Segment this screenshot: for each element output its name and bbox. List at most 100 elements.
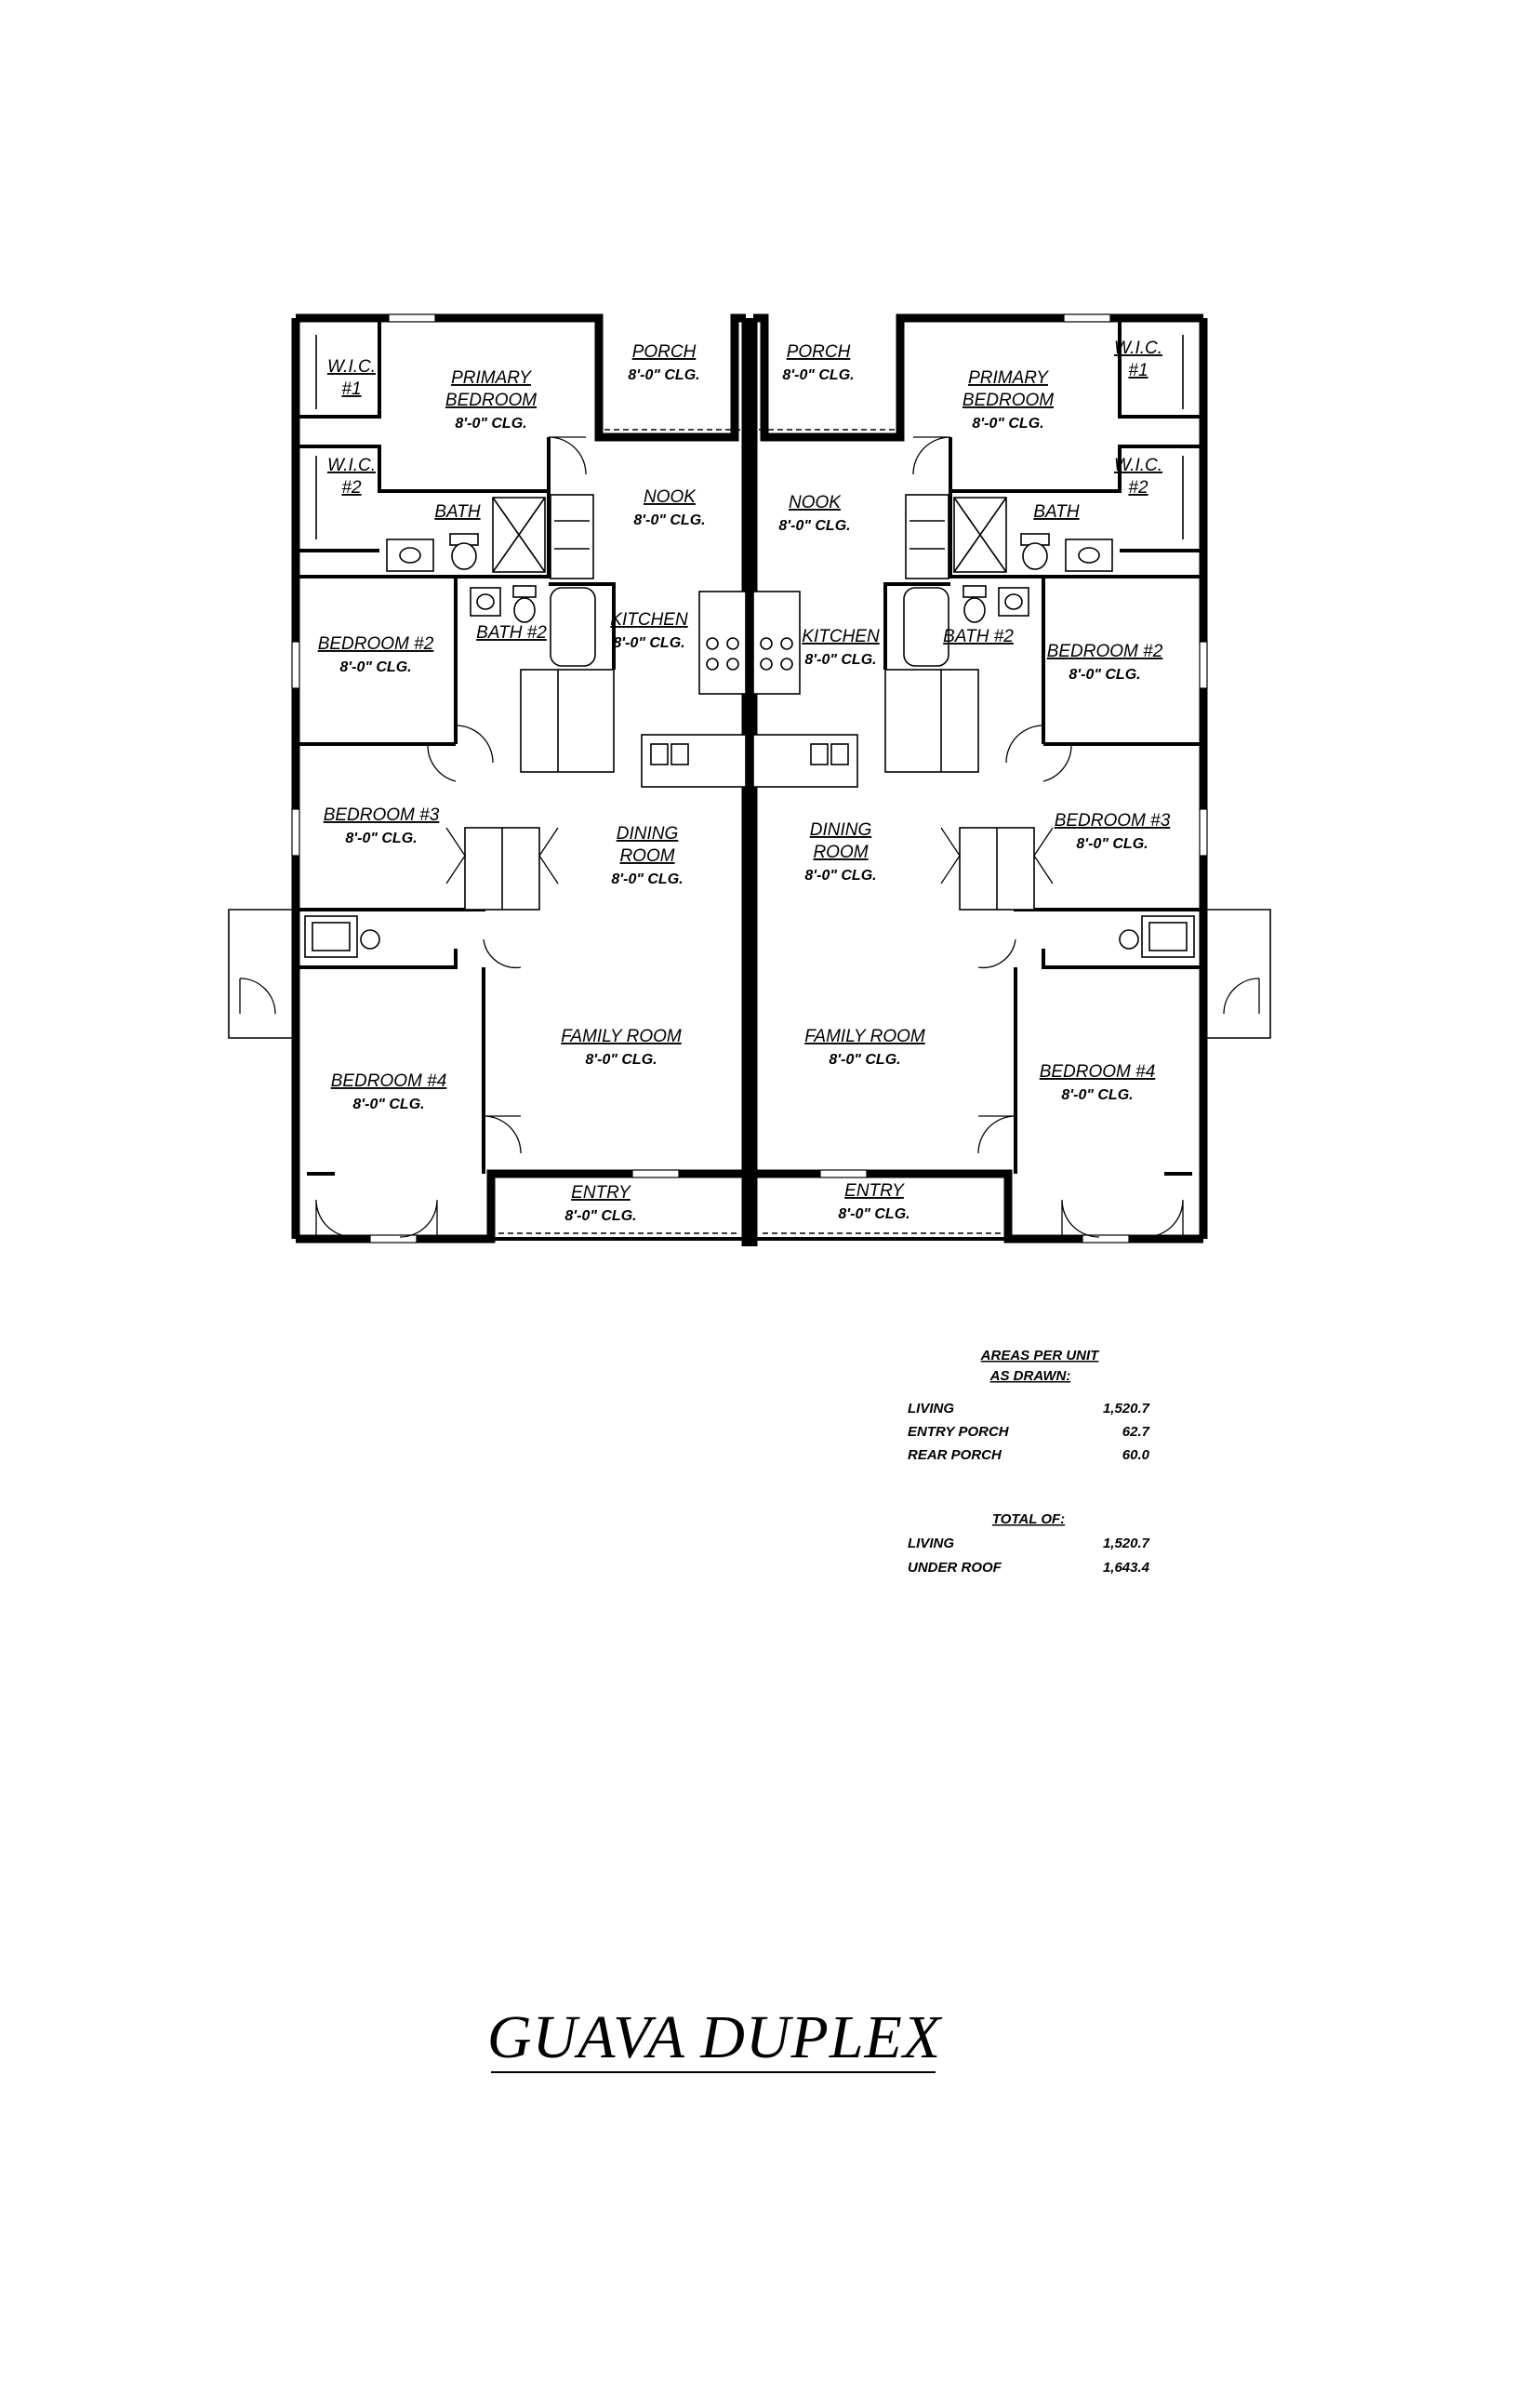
room-label-l-wic2: #2 <box>341 478 362 498</box>
total-row-value: 1,520.7 <box>1103 1536 1150 1551</box>
exterior-wall-bottom <box>296 1169 746 1244</box>
total-row-value: 1,643.4 <box>1103 1560 1150 1576</box>
room-label-r-wic2: #2 <box>1128 478 1148 498</box>
window <box>631 1169 680 1178</box>
room-label-l-porch: PORCH <box>632 342 697 362</box>
room-ceiling-r-nook: 8'-0" CLG. <box>778 518 850 534</box>
room-label-r-bath: BATH <box>1033 502 1080 522</box>
room-label-r-primary: PRIMARY <box>968 368 1049 388</box>
room-label-r-porch: PORCH <box>787 342 851 362</box>
area-row-label: REAR PORCH <box>908 1447 1002 1463</box>
room-label-l-dining: ROOM <box>619 846 674 866</box>
linen-closet <box>550 494 594 579</box>
room-label-r-wic1: #1 <box>1128 361 1148 380</box>
room-ceiling-l-family: 8'-0" CLG. <box>585 1052 657 1068</box>
room-label-l-wic1: #1 <box>341 379 361 399</box>
area-row-value: 1,520.7 <box>1103 1401 1150 1417</box>
room-label-l-family: FAMILY ROOM <box>561 1027 682 1046</box>
window <box>369 1234 418 1244</box>
room-labels: PORCH 8'-0" CLG. PRIMARY BEDROOM 8'-0" CLG. W… <box>318 339 1171 1224</box>
bath2-wall <box>549 582 616 670</box>
room-label-l-bed3: BEDROOM #3 <box>324 805 440 825</box>
room-label-r-dining: DINING <box>810 820 872 840</box>
door-swing <box>548 436 587 475</box>
room-label-l-bath: BATH <box>434 502 481 522</box>
room-ceiling-l-dining: 8'-0" CLG. <box>611 871 683 887</box>
room-label-l-kitchen: KITCHEN <box>610 610 688 630</box>
room-label-l-primary: BEDROOM <box>445 391 537 410</box>
areas-heading-line1: AREAS PER UNIT <box>980 1348 1101 1363</box>
total-row-label: UNDER ROOF <box>908 1560 1002 1576</box>
room-label-r-wic1: W.I.C. <box>1114 339 1162 358</box>
kitchen-counter <box>520 669 615 773</box>
room-ceiling-l-nook: 8'-0" CLG. <box>633 512 705 528</box>
room-label-r-bed3: BEDROOM #3 <box>1055 811 1171 831</box>
room-label-r-bath2: BATH #2 <box>943 627 1014 646</box>
side-porch <box>228 909 296 1039</box>
room-ceiling-l-bed4: 8'-0" CLG. <box>352 1097 424 1112</box>
room-label-r-primary: BEDROOM <box>962 391 1054 410</box>
room-ceiling-r-bed4: 8'-0" CLG. <box>1061 1087 1133 1103</box>
room-label-r-family: FAMILY ROOM <box>804 1027 925 1046</box>
room-label-l-wic1: W.I.C. <box>327 357 376 377</box>
bath-wall <box>299 489 551 579</box>
room-ceiling-r-dining: 8'-0" CLG. <box>804 868 876 884</box>
room-ceiling-l-primary: 8'-0" CLG. <box>455 416 526 432</box>
room-label-r-bed2: BEDROOM #2 <box>1047 642 1163 661</box>
room-label-r-entry: ENTRY <box>844 1181 905 1201</box>
room-label-l-dining: DINING <box>617 824 679 844</box>
door-swing <box>455 725 494 764</box>
room-ceiling-l-entry: 8'-0" CLG. <box>564 1208 636 1224</box>
room-ceiling-r-family: 8'-0" CLG. <box>829 1052 900 1068</box>
room-label-l-bath2: BATH #2 <box>476 623 547 643</box>
area-row-value: 60.0 <box>1122 1447 1150 1463</box>
room-label-r-nook: NOOK <box>789 493 842 512</box>
room-label-l-bed4: BEDROOM #4 <box>331 1071 447 1091</box>
total-row-label: LIVING <box>908 1536 954 1551</box>
drawing-title: GUAVA DUPLEX <box>487 2003 943 2071</box>
wic2-wall <box>299 445 409 493</box>
tub <box>550 587 596 667</box>
window <box>291 808 300 857</box>
area-row-label: ENTRY PORCH <box>908 1424 1010 1440</box>
unit-right-floor-plan <box>753 314 1270 1246</box>
room-label-r-wic2: W.I.C. <box>1114 456 1162 475</box>
room-label-r-kitchen: KITCHEN <box>802 627 880 646</box>
entry-wall <box>489 1174 746 1241</box>
areas-table: AREAS PER UNIT AS DRAWN: LIVING 1,520.7 … <box>908 1348 1150 1576</box>
room-ceiling-l-kitchen: 8'-0" CLG. <box>613 635 684 651</box>
exterior-wall-top <box>296 313 746 442</box>
area-row-label: LIVING <box>908 1401 954 1417</box>
areas-heading-line2: AS DRAWN: <box>989 1368 1071 1384</box>
door-swing <box>239 978 276 1015</box>
window <box>388 313 436 323</box>
door-swing <box>483 938 522 969</box>
room-label-l-nook: NOOK <box>644 487 697 507</box>
window <box>291 641 300 689</box>
wic1-wall <box>299 318 381 419</box>
room-label-l-entry: ENTRY <box>571 1183 631 1203</box>
unit-left-floor-plan <box>228 313 750 1246</box>
room-ceiling-r-porch: 8'-0" CLG. <box>782 367 854 383</box>
bed4-top-wall <box>299 949 458 969</box>
room-label-r-dining: ROOM <box>813 843 868 862</box>
room-ceiling-l-bed2: 8'-0" CLG. <box>339 659 411 675</box>
room-ceiling-r-entry: 8'-0" CLG. <box>838 1206 909 1222</box>
room-ceiling-r-bed3: 8'-0" CLG. <box>1076 836 1148 852</box>
door-swing <box>427 743 457 782</box>
room-ceiling-r-primary: 8'-0" CLG. <box>972 416 1043 432</box>
door-swing <box>483 1115 522 1154</box>
room-ceiling-l-porch: 8'-0" CLG. <box>628 367 699 383</box>
room-ceiling-r-bed2: 8'-0" CLG. <box>1069 667 1140 683</box>
bath2-toilet <box>513 597 536 623</box>
room-label-r-bed4: BEDROOM #4 <box>1040 1062 1156 1082</box>
room-label-l-bed2: BEDROOM #2 <box>318 634 434 654</box>
room-ceiling-l-bed3: 8'-0" CLG. <box>345 831 417 846</box>
area-row-value: 62.7 <box>1122 1424 1150 1440</box>
toilet <box>451 542 477 570</box>
room-label-l-primary: PRIMARY <box>451 368 532 388</box>
total-heading: TOTAL OF: <box>992 1511 1065 1527</box>
room-ceiling-r-kitchen: 8'-0" CLG. <box>804 652 876 668</box>
room-label-l-wic2: W.I.C. <box>327 456 376 475</box>
